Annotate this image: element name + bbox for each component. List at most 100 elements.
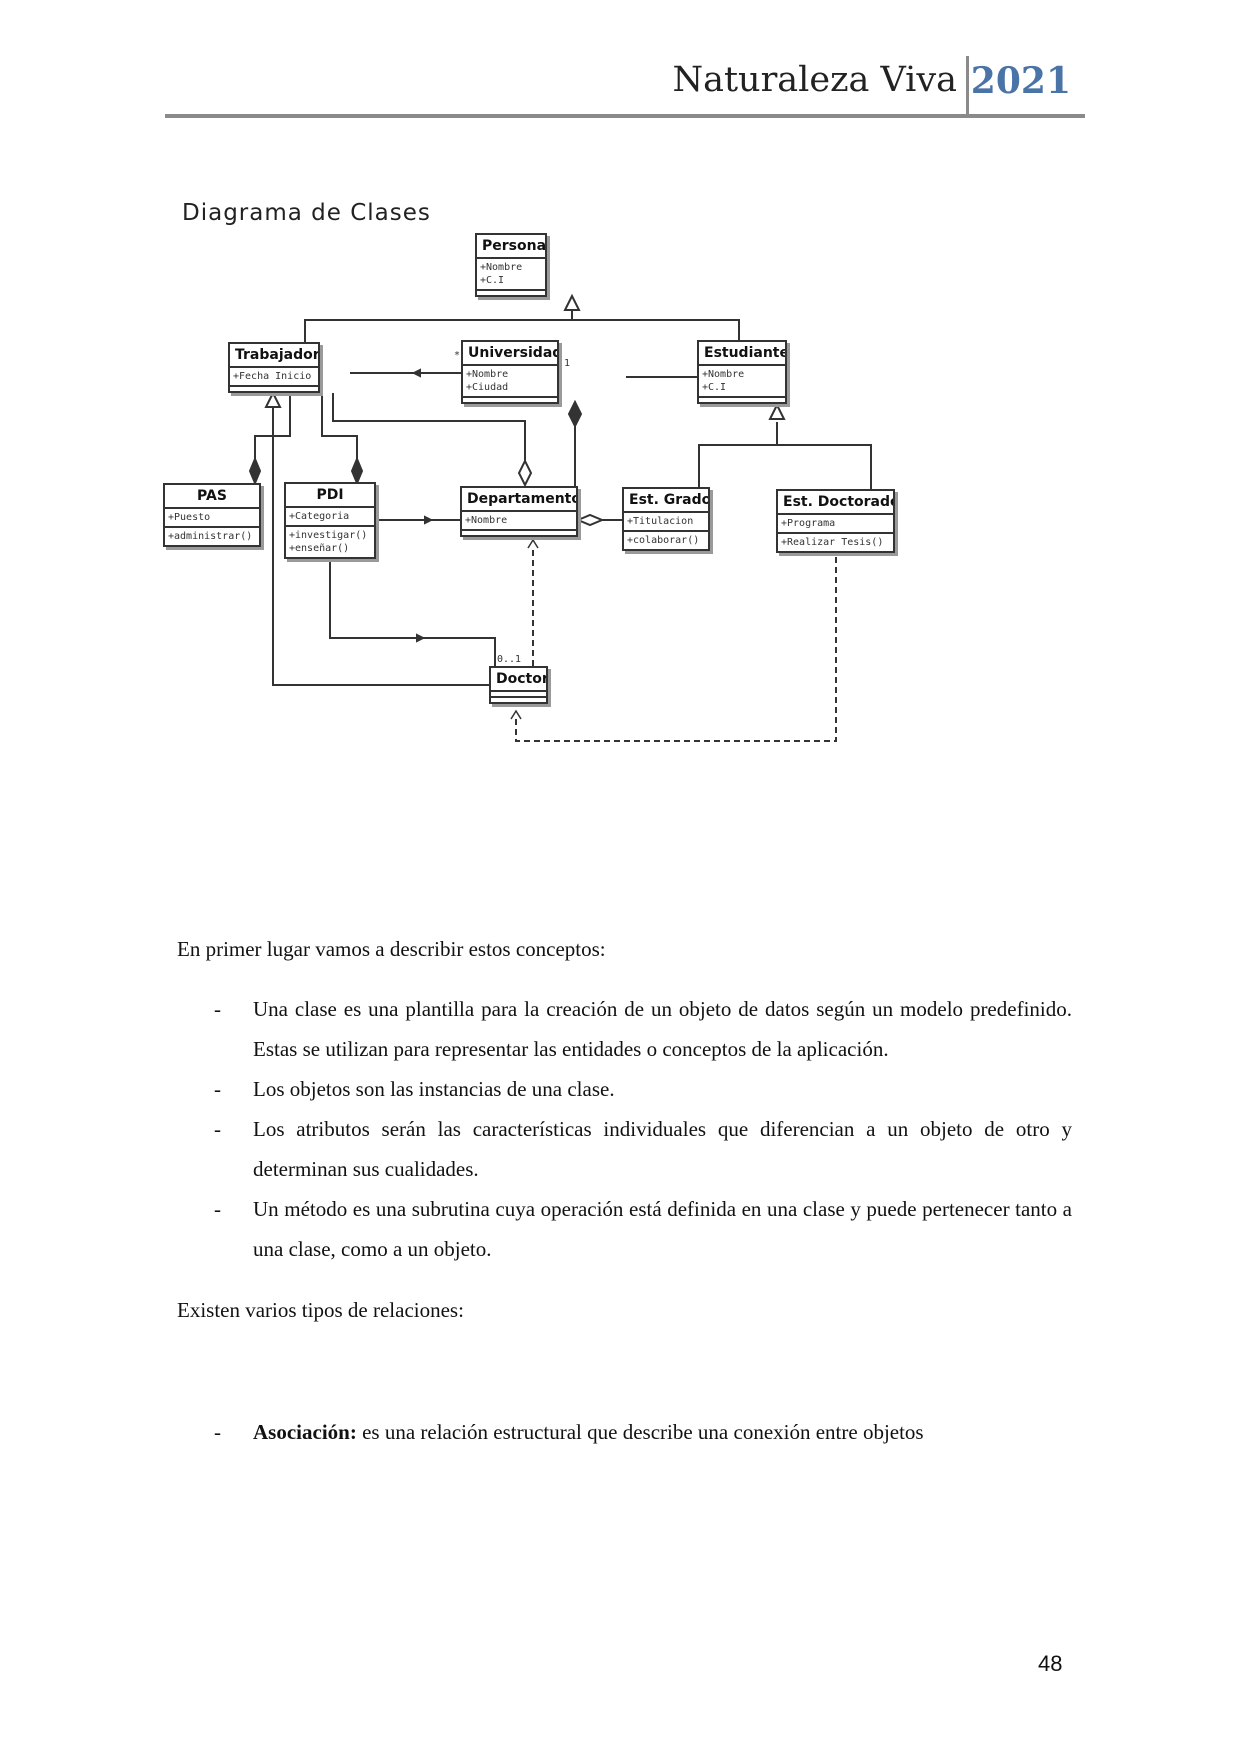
header-year: 2021 <box>970 60 1071 102</box>
attribute: +Nombre <box>465 515 508 526</box>
association-definition: es una relación estructural que describe… <box>356 1420 924 1444</box>
class-pdi: PDI +Categoria +investigar() +enseñar() <box>284 482 376 559</box>
comp-uni-dep-diamond <box>567 399 583 429</box>
method: +investigar() <box>289 530 368 541</box>
bullet-text: Un método es una subrutina cuya operació… <box>253 1197 1072 1261</box>
method: +enseñar() <box>289 543 350 554</box>
class-name: Doctor <box>491 668 546 692</box>
attribute: +Fecha Inicio <box>233 371 312 382</box>
class-attributes: +Nombre +C.I <box>477 259 545 291</box>
class-methods <box>699 398 785 402</box>
header-rule <box>165 114 1085 118</box>
header-title: Naturaleza Viva <box>672 60 957 100</box>
class-attributes: +Categoria <box>286 508 374 527</box>
class-methods: +investigar() +enseñar() <box>286 527 374 557</box>
gen-trab-arrow <box>264 390 282 408</box>
diagram-title: Diagrama de Clases <box>182 200 431 226</box>
class-name: Persona <box>477 235 545 259</box>
method: +colaborar() <box>627 535 700 546</box>
assoc-pdi-doctor-arrow <box>416 633 426 643</box>
assoc-trab-uni-arrow <box>411 368 421 378</box>
gen-est-arrow <box>768 402 786 420</box>
bullet-dash: - <box>214 1077 221 1101</box>
attribute: +Nombre <box>466 369 509 380</box>
class-attributes: +Nombre <box>462 512 576 531</box>
dep-dep-arrow <box>527 538 539 549</box>
class-trabajador: Trabajador +Fecha Inicio <box>228 342 320 393</box>
bullet-text: Asociación: es una relación estructural … <box>253 1412 1072 1452</box>
class-name: Est. Doctorado <box>778 491 893 515</box>
method: +administrar() <box>168 531 253 542</box>
association-term: Asociación: <box>253 1420 357 1444</box>
attribute: +C.I <box>702 382 727 393</box>
gen-grado-est <box>698 444 872 500</box>
comp-pdi-diamond <box>350 456 364 486</box>
class-name: Trabajador <box>230 344 318 368</box>
class-attributes: +Nombre +Ciudad <box>463 366 557 398</box>
header-separator <box>966 56 969 116</box>
agg-trab-dep <box>332 393 526 461</box>
agg-trab-dep-diamond <box>517 458 533 488</box>
class-name: Universidad <box>463 342 557 366</box>
attribute: +Programa <box>781 518 836 529</box>
attribute: +Categoria <box>289 511 350 522</box>
class-methods <box>463 398 557 402</box>
agg-dep-grado-diamond <box>575 513 605 527</box>
class-methods <box>230 387 318 391</box>
class-methods <box>462 531 576 535</box>
page-number: 48 <box>1038 1651 1063 1676</box>
gen-doctor-trab <box>272 408 491 686</box>
mult-doctor: 0..1 <box>497 654 522 665</box>
dep-doctor-arrow <box>510 709 522 720</box>
method: +Realizar Tesis() <box>781 537 884 548</box>
bullet-dash: - <box>214 1117 221 1141</box>
bullet-text: Una clase es una plantilla para la creac… <box>253 997 1072 1061</box>
dep-estdoc-doctor <box>515 547 837 742</box>
bullet-dash: - <box>214 1420 221 1444</box>
class-est-doctorado: Est. Doctorado +Programa +Realizar Tesis… <box>776 489 895 553</box>
attribute: +C.I <box>480 275 505 286</box>
relations-intro: Existen varios tipos de relaciones: <box>177 1298 464 1322</box>
class-name: Estudiante <box>699 342 785 366</box>
attribute: +Ciudad <box>466 382 509 393</box>
bullet-dash: - <box>214 997 221 1021</box>
class-methods <box>491 698 546 702</box>
class-methods: +administrar() <box>165 528 259 545</box>
page-header: Naturaleza Viva 2021 <box>165 52 1085 118</box>
comp-pas-diamond <box>248 456 262 486</box>
class-name: Est. Grado <box>624 489 708 513</box>
attribute: +Nombre <box>480 262 523 273</box>
attribute: +Titulacion <box>627 516 694 527</box>
class-name: PDI <box>286 484 374 508</box>
class-name: PAS <box>165 485 259 509</box>
assoc-pdi-dep-arrow <box>424 515 434 525</box>
intro-paragraph: En primer lugar vamos a describir estos … <box>177 937 606 961</box>
class-attributes: +Puesto <box>165 509 259 528</box>
gen-persona-arrow <box>563 293 581 311</box>
class-attributes: +Titulacion <box>624 513 708 532</box>
class-methods: +Realizar Tesis() <box>778 534 893 551</box>
class-pas: PAS +Puesto +administrar() <box>163 483 261 547</box>
bullet-text: Los objetos son las instancias de una cl… <box>253 1077 615 1101</box>
attribute: +Puesto <box>168 512 211 523</box>
class-diagram: Diagrama de Clases <box>163 190 1030 860</box>
class-estudiante: Estudiante +Nombre +C.I <box>697 340 787 404</box>
assoc-pdi-doctor <box>329 552 496 666</box>
class-name: Departamento <box>462 488 576 512</box>
gen-trabajador-persona <box>304 319 740 355</box>
bullet-text: Los atributos serán las características … <box>253 1117 1072 1181</box>
bullet-dash: - <box>214 1197 221 1221</box>
class-est-grado: Est. Grado +Titulacion +colaborar() <box>622 487 710 551</box>
class-methods: +colaborar() <box>624 532 708 549</box>
class-attributes: +Nombre +C.I <box>699 366 785 398</box>
class-doctor: Doctor <box>489 666 548 704</box>
class-persona: Persona +Nombre +C.I <box>475 233 547 297</box>
class-attributes <box>491 692 546 698</box>
class-attributes: +Fecha Inicio <box>230 368 318 387</box>
mult-star: * <box>454 350 461 361</box>
class-departamento: Departamento +Nombre <box>460 486 578 537</box>
class-methods <box>477 291 545 295</box>
mult-uni-est: 1 <box>564 358 571 369</box>
attribute: +Nombre <box>702 369 745 380</box>
class-attributes: +Programa <box>778 515 893 534</box>
